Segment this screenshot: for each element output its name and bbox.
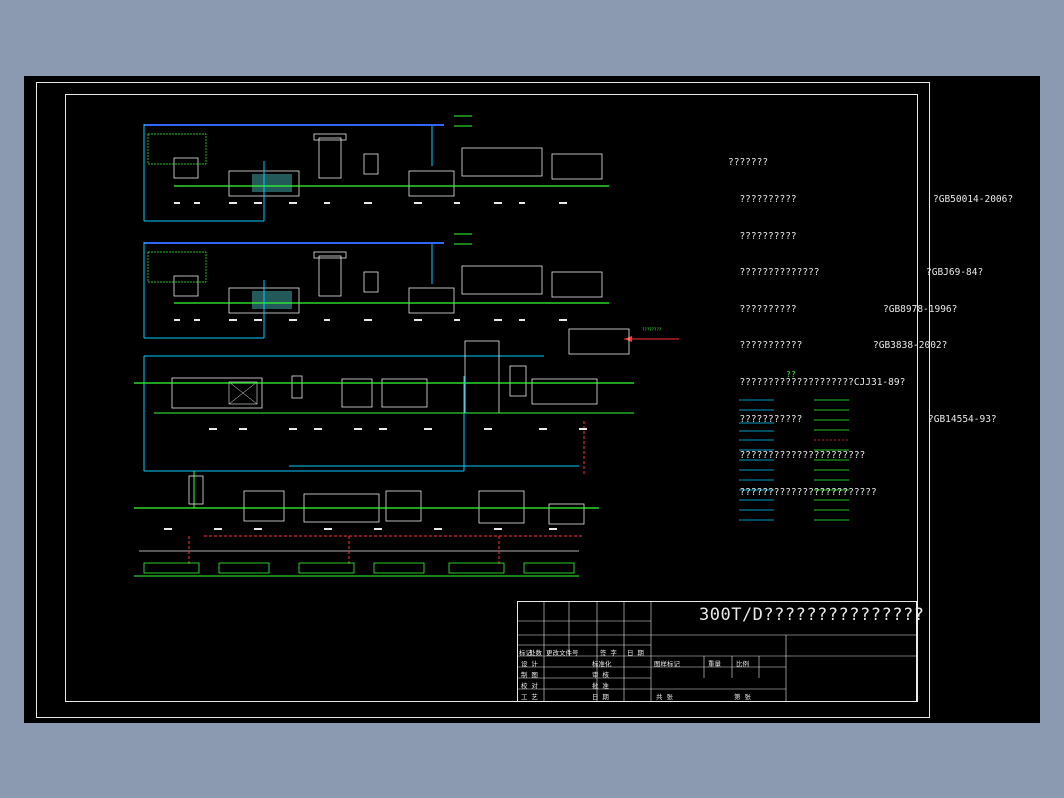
tb-row-date: 日 期 — [592, 693, 609, 701]
note-line-3: ???????????????GBJ69-84? — [728, 267, 984, 279]
drawing-border-outer — [36, 82, 930, 718]
tb-header-change: 更改文件号 — [546, 649, 579, 657]
process-line-1 — [143, 115, 609, 222]
process-line-4 — [134, 465, 599, 537]
note-line-7: ????????????GB14554-93? — [728, 413, 997, 425]
note-line-6: ????????????????????CJJ31-89? — [728, 376, 906, 388]
tb-row-draw: 制 图 — [521, 671, 538, 679]
tb-stage-weight: 重量 — [708, 660, 721, 668]
note-line-2: ?????????? — [728, 230, 797, 242]
title-block-grid — [517, 601, 918, 702]
note-line-8: ?????????????????????? — [728, 450, 866, 462]
title-block — [517, 601, 917, 702]
note-line-4: ???????????GB8978-1996? — [728, 303, 958, 315]
tb-stage-scale: 比例 — [736, 660, 749, 668]
tb-header-date: 日 期 — [627, 649, 644, 657]
note-line-1: ???????????GB50014-2006? — [728, 194, 1014, 205]
process-flow-diagram — [134, 115, 918, 702]
drawing-canvas: ??????? ???????????GB50014-2006? ???????… — [24, 76, 1040, 723]
tb-row-approve: 批 准 — [592, 682, 609, 690]
sludge-dewatering-line — [134, 536, 579, 577]
tb-header-count: 处数 — [529, 649, 542, 657]
design-notes: ??????? ???????????GB50014-2006? ???????… — [728, 133, 1014, 523]
legend-title: ?? — [786, 370, 796, 379]
note-line-5: ????????????GB3838-2002? — [728, 340, 948, 352]
process-line-2 — [143, 233, 679, 355]
note-line-0: ??????? — [728, 157, 769, 169]
tb-sheet-total: 共 张 — [656, 693, 673, 701]
tb-stage-mark: 图样标记 — [654, 660, 680, 668]
legend-table — [739, 399, 849, 521]
tb-sheet-number: 第 张 — [734, 693, 751, 701]
tb-header-mark: 标记 — [519, 649, 532, 657]
process-line-3 — [134, 340, 634, 476]
drawing-title: 300T/D??????????????? — [699, 605, 925, 625]
tb-row-design: 设 计 — [521, 660, 538, 668]
tb-row-check: 校 对 — [521, 682, 538, 690]
note-line-9: ???????????????????????? — [728, 486, 877, 498]
tb-row-review: 工 艺 — [521, 693, 538, 701]
drawing-border-inner — [65, 94, 918, 702]
tb-row-standard: 标准化 — [592, 660, 612, 668]
inlet-label: ???????? — [642, 327, 662, 332]
tb-row-audit: 审 核 — [592, 671, 609, 679]
tb-header-sign: 签 字 — [600, 649, 617, 657]
